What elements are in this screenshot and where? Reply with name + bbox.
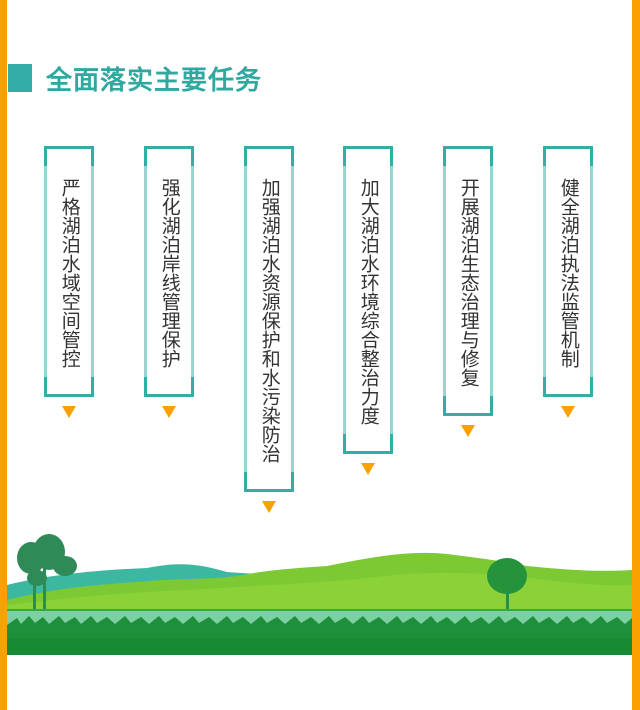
task-card-6: 健全湖泊执法监管机制: [543, 146, 593, 418]
task-label: 加强湖泊水资源保护和水污染防治: [258, 178, 281, 463]
down-arrow-icon: [561, 406, 575, 418]
task-label: 加大湖泊水环境综合整治力度: [357, 178, 380, 425]
task-label: 强化湖泊岸线管理保护: [158, 178, 181, 368]
right-border-bar: [632, 0, 640, 710]
task-box: 开展湖泊生态治理与修复: [443, 146, 493, 416]
tree-icon: [17, 534, 77, 610]
task-card-3: 加强湖泊水资源保护和水污染防治: [244, 146, 294, 513]
task-label: 严格湖泊水域空间管控: [58, 178, 81, 368]
task-label: 健全湖泊执法监管机制: [557, 178, 580, 368]
down-arrow-icon: [361, 463, 375, 475]
task-card-4: 加大湖泊水环境综合整治力度: [343, 146, 393, 475]
task-label: 开展湖泊生态治理与修复: [457, 178, 480, 387]
task-card-1: 严格湖泊水域空间管控: [44, 146, 94, 418]
section-title: 全面落实主要任务: [46, 65, 263, 96]
tree-icon: [487, 558, 527, 610]
task-box: 加大湖泊水环境综合整治力度: [343, 146, 393, 454]
task-card-2: 强化湖泊岸线管理保护: [144, 146, 194, 418]
task-box: 健全湖泊执法监管机制: [543, 146, 593, 397]
title-marker-square: [8, 64, 32, 92]
task-box: 加强湖泊水资源保护和水污染防治: [244, 146, 294, 492]
landscape-hills-icon: [7, 534, 632, 655]
left-border-bar: [0, 0, 7, 710]
landscape-illustration: [7, 530, 632, 655]
task-box: 强化湖泊岸线管理保护: [144, 146, 194, 397]
task-card-5: 开展湖泊生态治理与修复: [443, 146, 493, 437]
down-arrow-icon: [162, 406, 176, 418]
section-header: 全面落实主要任务: [8, 62, 263, 96]
task-box: 严格湖泊水域空间管控: [44, 146, 94, 397]
down-arrow-icon: [461, 425, 475, 437]
down-arrow-icon: [62, 406, 76, 418]
down-arrow-icon: [262, 501, 276, 513]
